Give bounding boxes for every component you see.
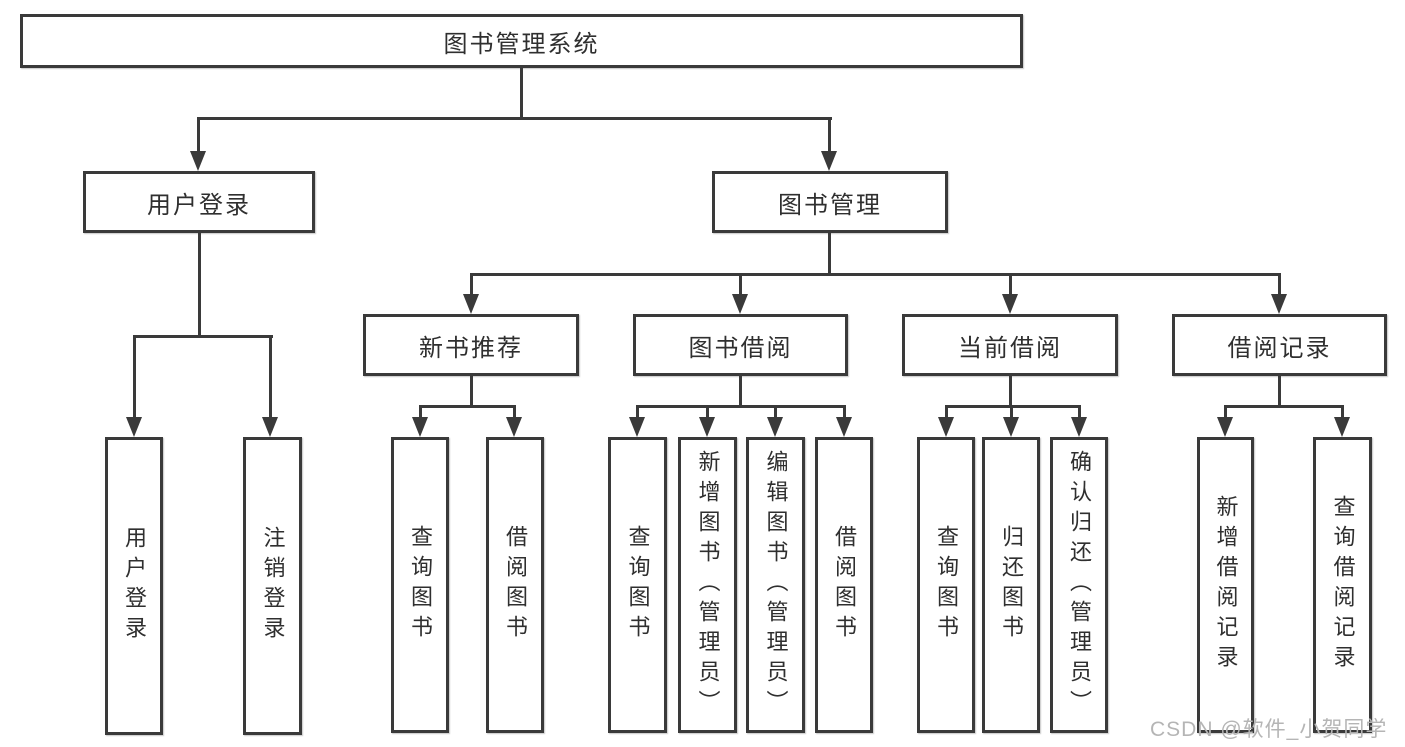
connector-drop-leaf	[774, 405, 777, 421]
leaf-borrow-books: 借阅图书	[486, 437, 544, 733]
leaf-query-books: 查询图书	[917, 437, 975, 733]
node-library-management-system: 图书管理系统	[20, 14, 1023, 68]
node-new-book-recommendation: 新书推荐	[363, 314, 579, 376]
arrowhead-icon	[1334, 417, 1350, 437]
connector-drop-leaf	[1010, 405, 1013, 421]
arrowhead-icon	[463, 294, 479, 314]
connector-drop-leaf	[419, 405, 422, 421]
node-label: 图书借阅	[688, 334, 793, 362]
leaf-label: 确认归还（管理员）	[1067, 450, 1092, 720]
leaf-label: 编辑图书（管理员）	[763, 450, 789, 720]
connector-drop-group	[1009, 273, 1012, 296]
connector-drop-leaf	[1341, 405, 1344, 421]
leaf-query-books: 查询图书	[391, 437, 449, 733]
connector-drop-leaf	[133, 335, 136, 419]
connector-drop-leaf	[269, 335, 272, 419]
connector-group-rake	[1224, 405, 1343, 408]
leaf-add-borrow-record: 新增借阅记录	[1197, 437, 1254, 733]
leaf-user-login: 用户登录	[105, 437, 163, 735]
leaf-label: 用户登录	[122, 526, 147, 646]
connector-group-stem	[470, 376, 473, 408]
node-label: 借阅记录	[1227, 334, 1332, 362]
leaf-label: 借阅图书	[832, 525, 857, 645]
connector-group-stem	[739, 376, 742, 408]
arrowhead-icon	[1002, 294, 1018, 314]
node-label: 新书推荐	[419, 334, 523, 362]
connector-drop-leaf	[945, 405, 948, 421]
node-user-login: 用户登录	[83, 171, 315, 233]
leaf-query-books: 查询图书	[608, 437, 667, 733]
connector-drop-leaf	[513, 405, 516, 421]
arrowhead-icon	[1071, 417, 1087, 437]
leaf-query-borrow-record: 查询借阅记录	[1313, 437, 1372, 733]
leaf-return-books: 归还图书	[982, 437, 1040, 733]
leaf-label: 查询图书	[408, 525, 433, 645]
node-book-management: 图书管理	[712, 171, 948, 233]
arrowhead-icon	[1271, 294, 1287, 314]
connector-drop-leaf	[706, 405, 709, 421]
arrowhead-icon	[732, 294, 748, 314]
csdn-watermark: CSDN @软件_小贺同学	[1150, 718, 1388, 741]
arrowhead-icon	[126, 417, 142, 437]
arrowhead-icon	[629, 417, 645, 437]
connector-user-login-stem	[198, 233, 201, 338]
connector-drop-leaf	[1078, 405, 1081, 421]
leaf-label: 归还图书	[999, 525, 1024, 645]
arrowhead-icon	[506, 417, 522, 437]
arrowhead-icon	[699, 417, 715, 437]
arrowhead-icon	[262, 417, 278, 437]
connector-level2-bar	[197, 117, 832, 120]
node-current-borrowing: 当前借阅	[902, 314, 1118, 376]
connector-drop-leaf	[843, 405, 846, 421]
arrowhead-icon	[938, 417, 954, 437]
connector-drop-group	[470, 273, 473, 296]
node-book-borrowing: 图书借阅	[633, 314, 848, 376]
node-borrowing-records: 借阅记录	[1172, 314, 1387, 376]
connector-root-stem	[520, 68, 523, 120]
leaf-edit-book-admin: 编辑图书（管理员）	[746, 437, 805, 733]
connector-drop-leaf	[1224, 405, 1227, 421]
connector-group-rake	[419, 405, 515, 408]
connector-drop-group	[739, 273, 742, 296]
connector-book-management-stem	[828, 233, 831, 276]
leaf-label: 查询图书	[934, 525, 959, 645]
connector-drop-leaf	[636, 405, 639, 421]
leaf-label: 新增借阅记录	[1213, 495, 1239, 675]
leaf-add-book-admin: 新增图书（管理员）	[678, 437, 737, 733]
leaf-label: 查询图书	[625, 525, 651, 645]
leaf-label: 新增图书（管理员）	[695, 450, 721, 720]
leaf-label: 借阅图书	[503, 525, 528, 645]
connector-level3-bar	[470, 273, 1281, 276]
leaf-confirm-return-admin: 确认归还（管理员）	[1050, 437, 1108, 733]
arrowhead-icon	[1003, 417, 1019, 437]
arrowhead-icon	[412, 417, 428, 437]
connector-drop-book-management	[828, 117, 831, 154]
connector-group-rake	[636, 405, 845, 408]
arrowhead-icon	[836, 417, 852, 437]
arrowhead-icon	[1217, 417, 1233, 437]
connector-user-login-rake	[133, 335, 273, 338]
arrowhead-icon	[821, 151, 837, 171]
node-label: 图书管理	[778, 191, 882, 219]
leaf-borrow-books: 借阅图书	[815, 437, 873, 733]
node-label: 当前借阅	[958, 334, 1062, 362]
leaf-label: 注销登录	[260, 526, 286, 646]
connector-drop-group	[1278, 273, 1281, 296]
connector-group-stem	[1278, 376, 1281, 408]
arrowhead-icon	[190, 151, 206, 171]
leaf-label: 查询借阅记录	[1330, 495, 1356, 675]
connector-group-stem	[1009, 376, 1012, 408]
connector-drop-user-login	[197, 117, 200, 154]
arrowhead-icon	[767, 417, 783, 437]
leaf-logout: 注销登录	[243, 437, 302, 735]
node-label: 图书管理系统	[443, 30, 600, 58]
node-label: 用户登录	[147, 191, 251, 219]
